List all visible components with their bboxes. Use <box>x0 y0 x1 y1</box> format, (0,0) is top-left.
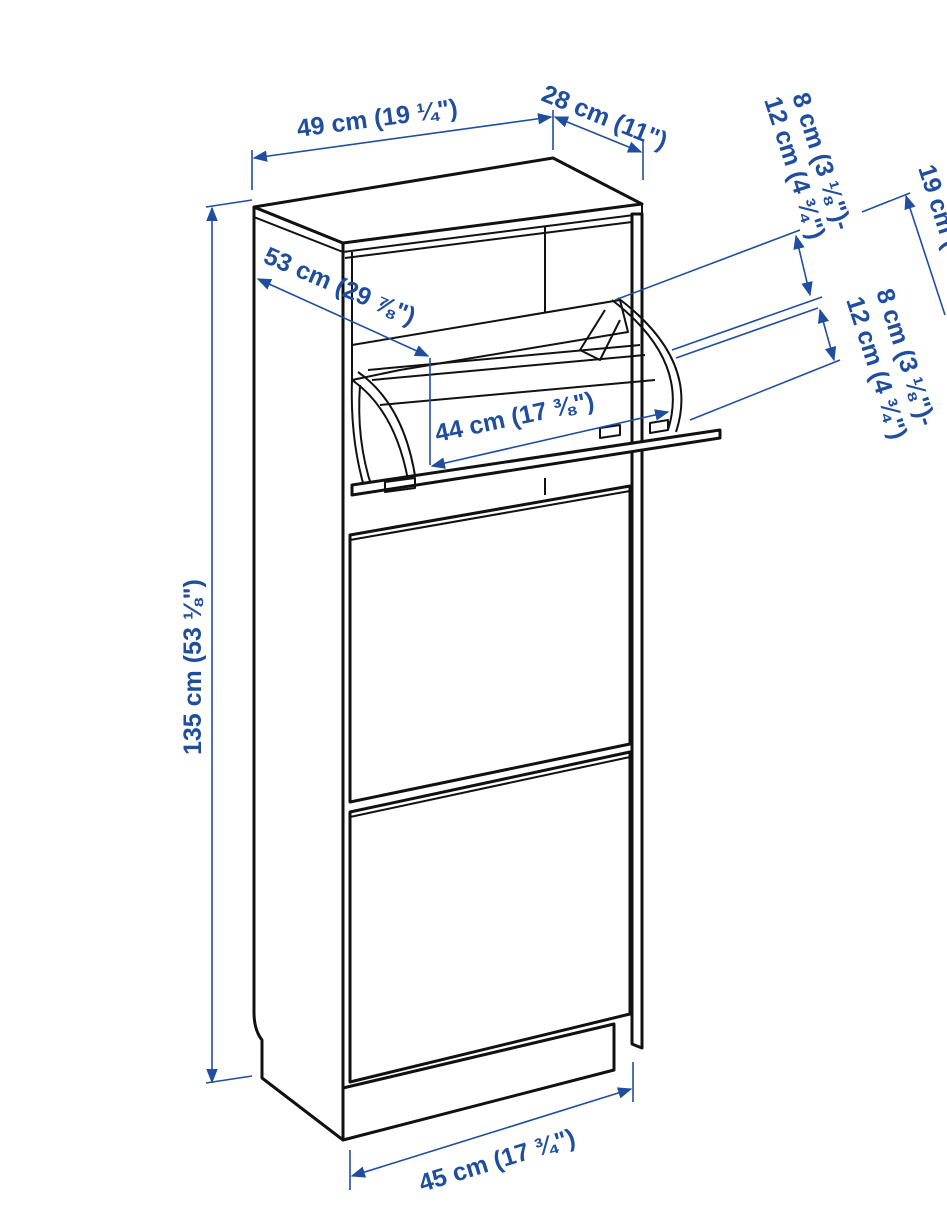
hinge-right <box>611 299 674 431</box>
cabinet-left-side <box>252 205 345 1142</box>
label-width-bottom: 45 cm (17 ¾") <box>416 1124 579 1198</box>
dim-gap-lower-line <box>817 308 837 362</box>
cabinet-top <box>252 156 644 245</box>
flap-door-middle <box>348 484 632 804</box>
dim-depth-top-line <box>553 116 643 153</box>
dim-inner-width-line <box>430 409 670 469</box>
flap-compartment-open <box>351 299 629 381</box>
cabinet-right-side <box>630 212 644 1050</box>
label-height: 135 cm (53 ⅛") <box>179 579 207 755</box>
label-inner-width: 44 cm (17 ⅜") <box>432 387 596 448</box>
dim-gap-right-line <box>904 194 946 316</box>
dim-gap-upper-line <box>793 234 813 297</box>
dimension-lines <box>205 110 946 1190</box>
dim-width-top-line <box>252 113 553 162</box>
dim-diagonal-line <box>256 278 430 357</box>
label-width-top: 49 cm (19 ¼") <box>295 94 459 143</box>
dim-width-bottom-line <box>350 1087 633 1178</box>
hinge-left <box>351 379 409 481</box>
label-gap-right: 19 cm ( <box>912 161 947 252</box>
flap-door-bottom <box>348 750 632 1084</box>
cabinet-illustration <box>252 156 722 1142</box>
